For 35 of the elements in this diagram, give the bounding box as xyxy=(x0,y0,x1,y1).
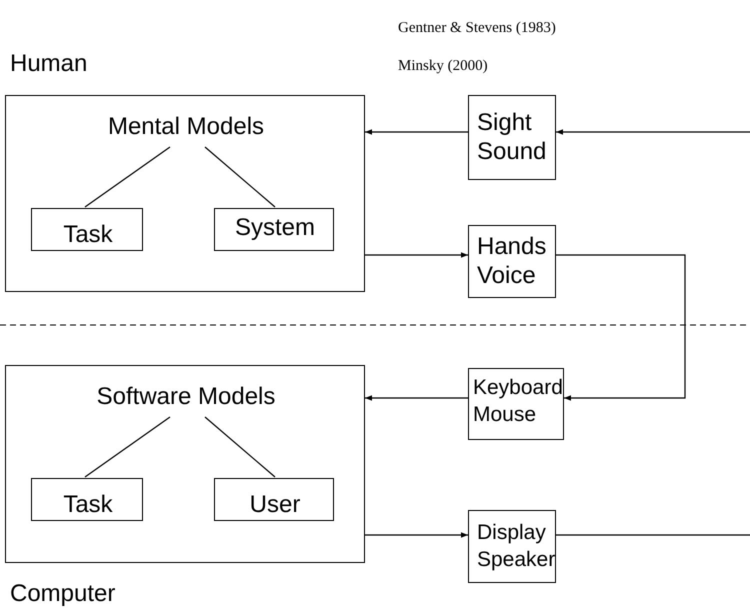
arrow xyxy=(365,395,468,401)
connector-line xyxy=(84,146,170,208)
arrow xyxy=(556,129,750,135)
process-box xyxy=(214,478,334,521)
side-label: Computer xyxy=(10,580,116,608)
process-box xyxy=(214,208,334,251)
process-box xyxy=(468,368,564,440)
box-label: Keyboard Mouse xyxy=(473,375,564,428)
group-box xyxy=(5,365,365,563)
connector-line xyxy=(204,146,276,208)
box-heading: Mental Models xyxy=(106,112,266,141)
arrow xyxy=(365,129,468,135)
connector-line xyxy=(556,534,750,536)
side-label: Human xyxy=(10,50,88,78)
arrow xyxy=(365,252,468,258)
citation-text: Gentner & Stevens (1983) xyxy=(398,20,556,37)
citation-text: Minsky (2000) xyxy=(398,58,488,75)
box-label: Hands Voice xyxy=(477,232,548,290)
box-heading: Software Models xyxy=(96,382,276,411)
arrow xyxy=(365,532,468,538)
group-box xyxy=(5,95,365,292)
box-label: Display Speaker xyxy=(477,520,556,573)
process-box xyxy=(468,510,556,583)
process-box xyxy=(468,95,556,180)
process-box xyxy=(31,478,143,521)
box-label: Task xyxy=(62,490,114,519)
box-label: Sight Sound xyxy=(477,108,548,166)
box-label: System xyxy=(234,213,316,242)
process-box xyxy=(31,208,143,251)
box-label: Task xyxy=(62,220,114,249)
connector-line xyxy=(84,416,170,478)
box-label: User xyxy=(248,490,302,519)
process-box xyxy=(468,225,556,298)
connector-line xyxy=(204,416,276,478)
arrow xyxy=(556,254,686,401)
